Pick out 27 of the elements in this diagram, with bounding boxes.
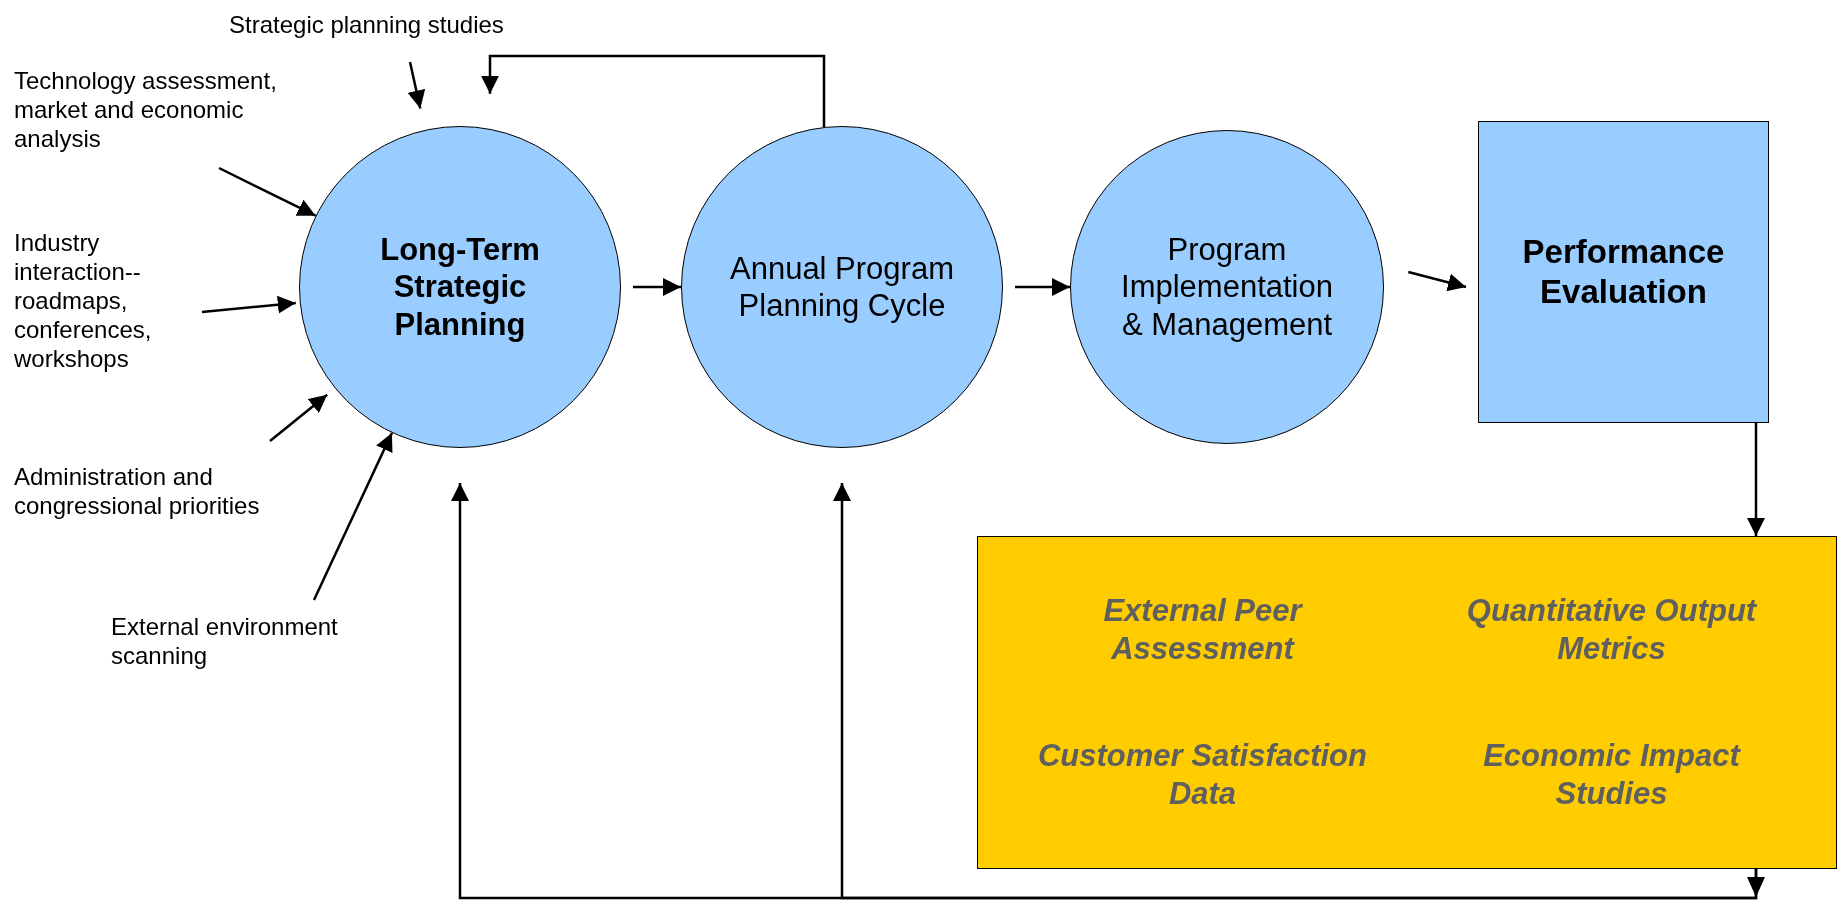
node-label: Annual Program Planning Cycle	[729, 249, 955, 325]
input-label: External environment scanning	[111, 612, 431, 670]
method-label: External Peer Assessment	[1102, 591, 1304, 668]
method-label: Customer Satisfaction Data	[1037, 737, 1368, 814]
node-label: Performance Evaluation	[1521, 232, 1726, 312]
input-label: Administration and congressional priorities	[14, 462, 344, 520]
arrow	[407, 61, 426, 109]
input-label: Industry interaction-- roadmaps, conferences, workshops	[14, 228, 214, 373]
input-label: Technology assessment, market and economic analysis	[14, 66, 314, 153]
process-box	[1478, 121, 1769, 423]
arrow	[833, 483, 1758, 900]
input-label: Strategic planning studies	[229, 10, 609, 39]
arrow	[1408, 270, 1467, 292]
arrow	[201, 295, 296, 314]
arrow	[481, 54, 826, 127]
arrow	[312, 432, 394, 601]
method-label: Quantitative Output Metrics	[1465, 591, 1758, 668]
arrow	[633, 278, 681, 296]
method-label: Economic Impact Studies	[1482, 737, 1742, 814]
arrow	[451, 483, 1765, 900]
arrow	[218, 166, 317, 217]
arrow	[1015, 278, 1070, 296]
node-label: Program Implementation & Management	[1120, 231, 1334, 343]
node-label: Long-Term Strategic Planning	[379, 231, 541, 343]
arrow	[1747, 423, 1765, 536]
arrow	[269, 393, 328, 442]
methods-panel	[977, 536, 1837, 869]
